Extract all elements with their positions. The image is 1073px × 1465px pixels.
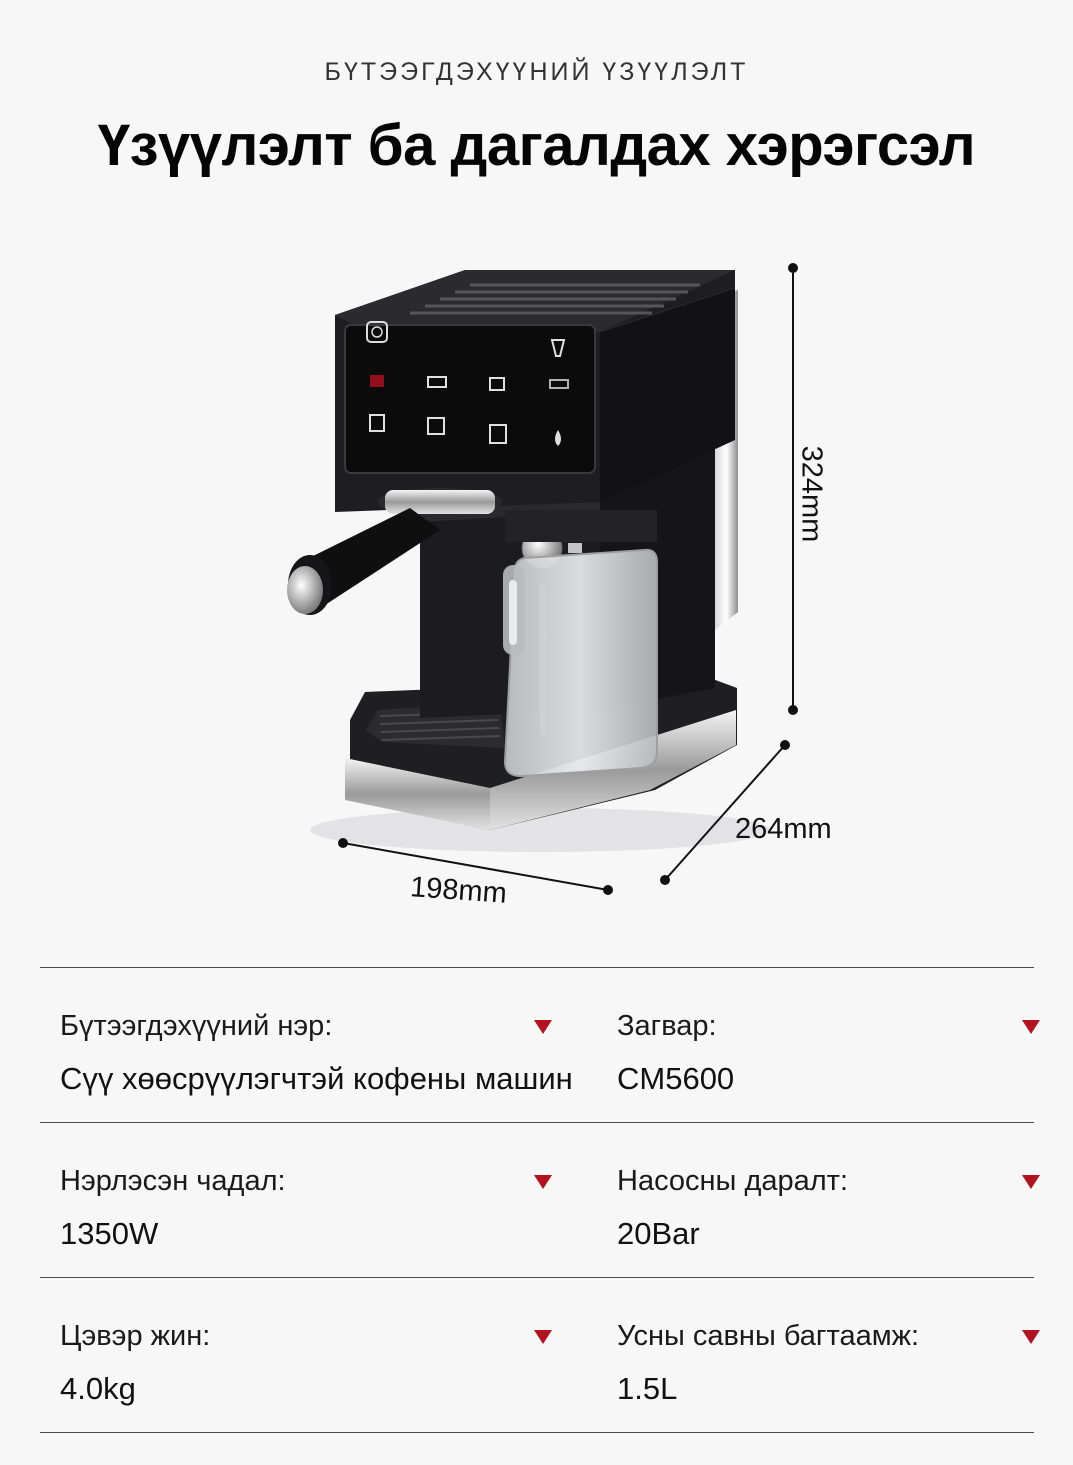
spec-label: Насосны даралт: [617,1165,849,1197]
dimension-width [338,838,613,895]
width-label: 198mm [409,871,508,910]
spec-item: Загвар: CM5600 [617,968,1040,1122]
triangle-marker-icon [1022,1330,1040,1344]
portafilter [287,488,502,615]
spec-value: Сүү хөөсрүүлэгчтэй кофены машин [60,1061,573,1096]
divider [40,1432,1034,1433]
divider [40,967,1034,968]
triangle-marker-icon [1022,1020,1040,1034]
spec-label: Нэрлэсэн чадал: [60,1165,286,1197]
spec-row: Бүтээгдэхүүний нэр: Сүү хөөсрүүлэгчтэй к… [40,968,1040,1122]
spec-value: 20Bar [617,1216,700,1251]
page-eyebrow: БҮТЭЭГДЭХҮҮНИЙ ҮЗҮҮЛЭЛТ [324,58,749,86]
spec-value: 1.5L [617,1371,678,1406]
triangle-marker-icon [1022,1175,1040,1189]
spec-label: Загвар: [617,1010,717,1042]
triangle-marker-icon [534,1175,552,1189]
spec-label: Бүтээгдэхүүний нэр: [60,1010,333,1042]
triangle-marker-icon [534,1020,552,1034]
height-label: 324mm [795,446,827,543]
dimension-depth [660,740,790,885]
spec-label: Усны савны багтаамж: [617,1320,920,1352]
spec-item: Усны савны багтаамж: 1.5L [617,1278,1040,1432]
spec-item: Насосны даралт: 20Bar [617,1123,1040,1277]
spec-value: 1350W [60,1216,159,1251]
spec-table: Бүтээгдэхүүний нэр: Сүү хөөсрүүлэгчтэй к… [40,967,1040,1433]
spec-row: Нэрлэсэн чадал: 1350W Насосны даралт: 20… [40,1123,1040,1277]
spec-label: Цэвэр жин: [60,1320,211,1352]
depth-label: 264mm [735,813,832,845]
page-title: Үзүүлэлт ба дагалдах хэрэгсэл [97,113,976,178]
spec-item: Цэвэр жин: 4.0kg [60,1278,560,1432]
spec-row: Цэвэр жин: 4.0kg Усны савны багтаамж: 1.… [40,1278,1040,1432]
spec-value: CM5600 [617,1061,735,1096]
dimension-height [788,263,798,715]
spec-item: Бүтээгдэхүүний нэр: Сүү хөөсрүүлэгчтэй к… [60,968,573,1122]
milk-jug [503,510,658,778]
spec-item: Нэрлэсэн чадал: 1350W [60,1123,560,1277]
divider [40,1122,1034,1123]
spec-value: 4.0kg [60,1371,136,1406]
floor-shadow [310,808,770,852]
machine-head [335,270,735,512]
product-figure: 324mm 264mm 198mm [287,263,832,910]
divider [40,1277,1034,1278]
triangle-marker-icon [534,1330,552,1344]
